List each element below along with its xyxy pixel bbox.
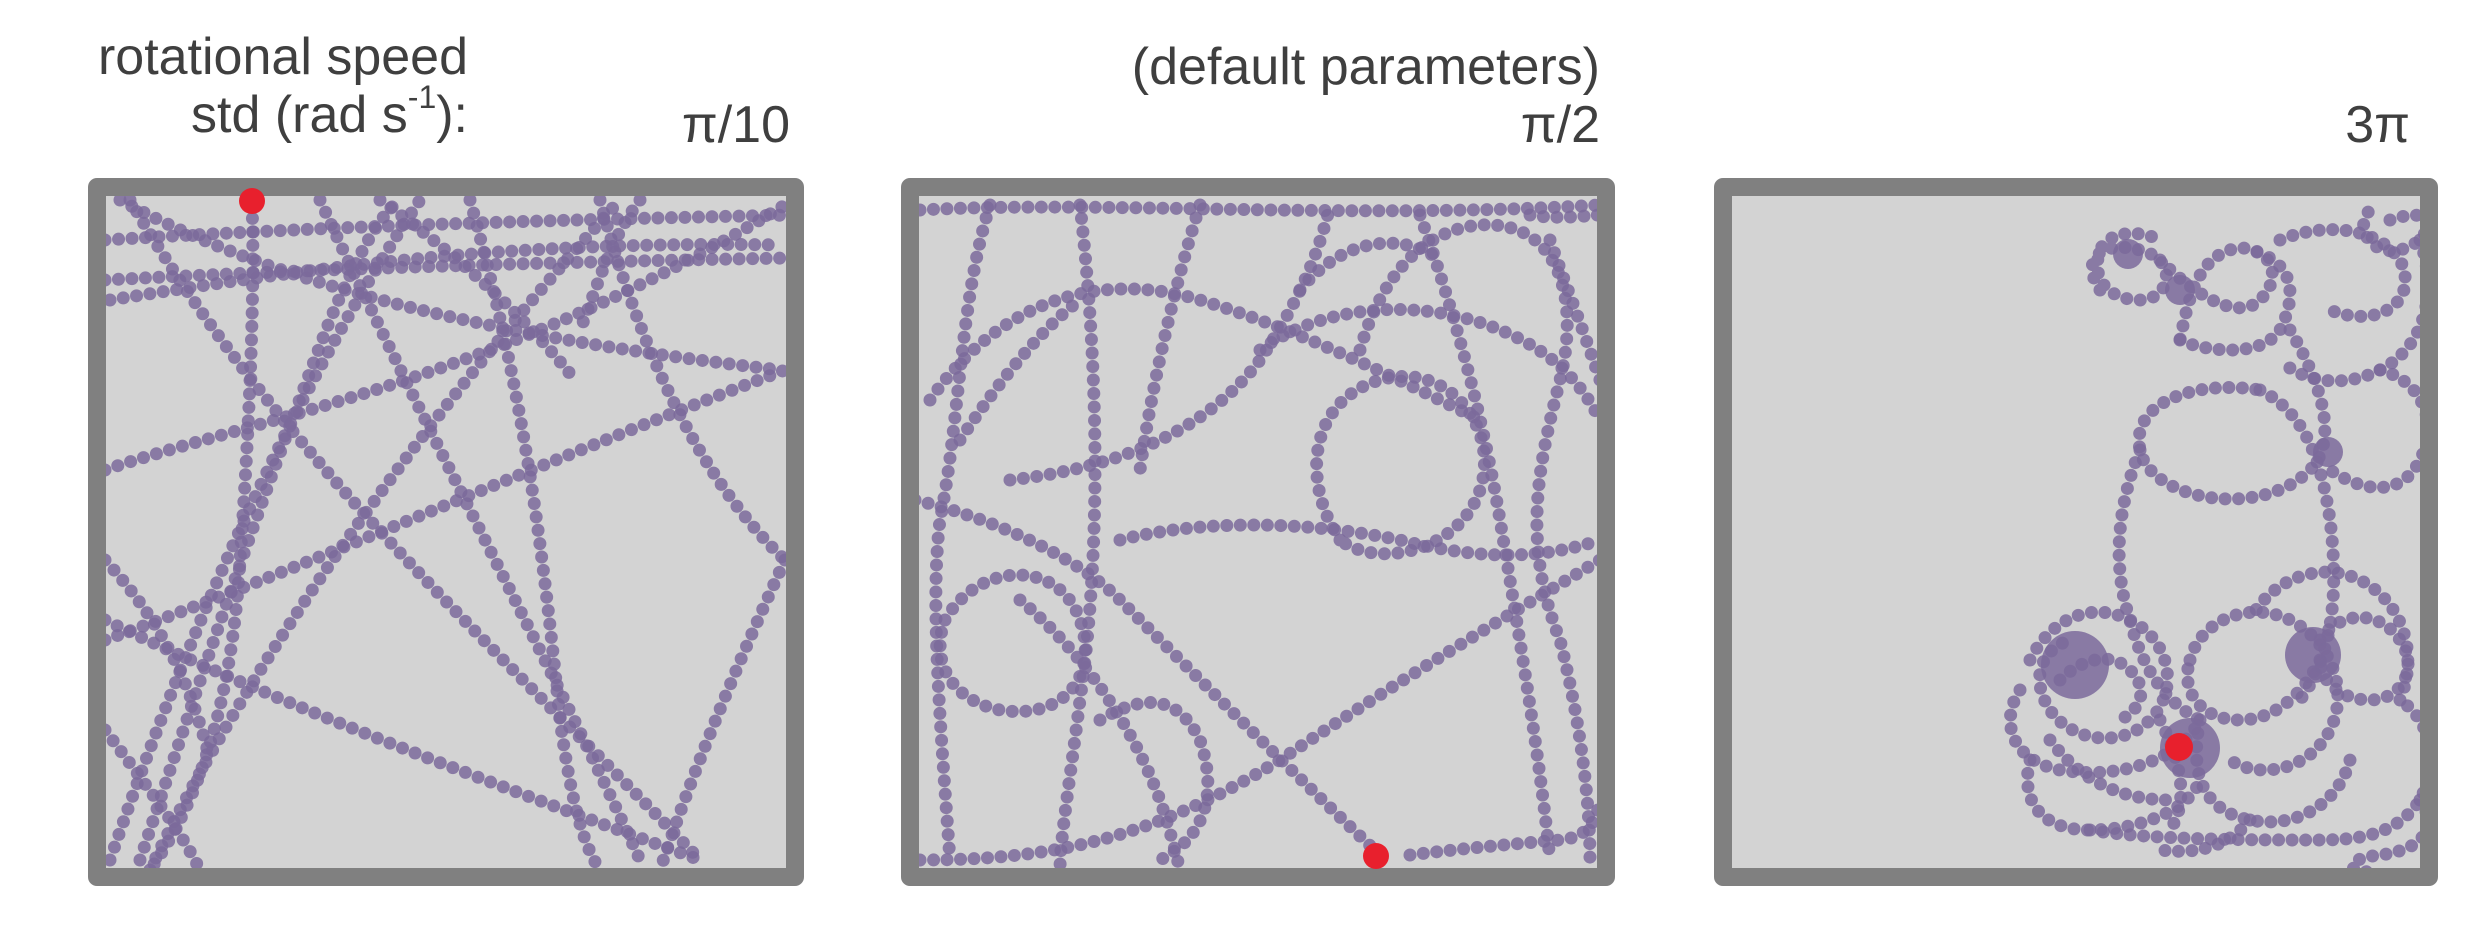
dense-loops-3 xyxy=(2041,239,2343,778)
trajectory-1 xyxy=(98,193,797,877)
arena-wall-1 xyxy=(88,178,804,886)
panel-2-title: π/2 xyxy=(1520,96,1600,154)
start-marker-2 xyxy=(1363,843,1389,869)
arena-panel-3 xyxy=(1714,178,2438,886)
row-label-line2: std (rad s-1): xyxy=(68,81,468,144)
arena-panel-2 xyxy=(901,178,1615,886)
row-label-exponent: -1 xyxy=(407,78,437,115)
arena-wall-2 xyxy=(901,178,1615,886)
arena-panel-1 xyxy=(88,178,804,886)
arena-wall-3 xyxy=(1714,178,2438,886)
panel-2-subtitle: (default parameters) xyxy=(1131,38,1600,96)
row-label: rotational speed std (rad s-1): xyxy=(68,28,468,144)
arena-floor-3 xyxy=(1722,186,2430,878)
row-label-line2-prefix: std (rad s xyxy=(191,86,408,144)
row-label-line1: rotational speed xyxy=(97,28,468,86)
trajectory-2 xyxy=(908,198,1607,877)
panel-1-title: π/10 xyxy=(681,96,790,154)
panel-3-title: 3π xyxy=(2345,96,2410,154)
start-marker-1 xyxy=(239,188,265,214)
start-marker-3 xyxy=(2165,733,2193,761)
row-label-line2-suffix: ): xyxy=(436,86,468,144)
arena-floor-2 xyxy=(909,186,1607,878)
